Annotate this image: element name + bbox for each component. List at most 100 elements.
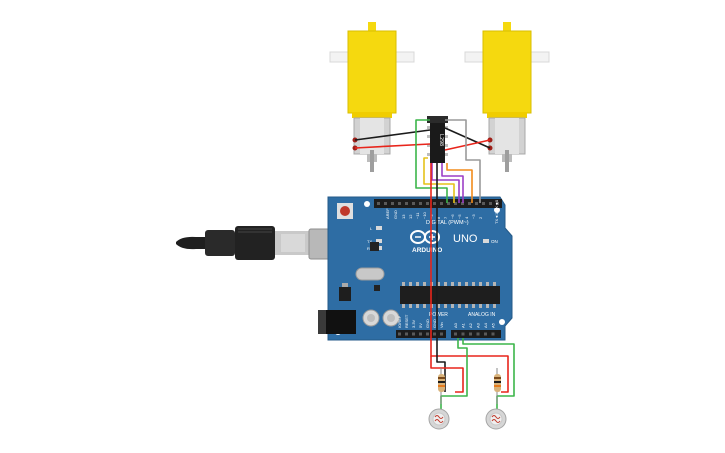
pin-label: 7 xyxy=(443,216,448,219)
header-pin-hole[interactable] xyxy=(419,332,422,336)
driver-label: L298 xyxy=(438,134,444,146)
header-pin-hole[interactable] xyxy=(419,202,422,205)
model-label: UNO xyxy=(453,233,478,245)
led-tx-label: TX xyxy=(367,239,372,244)
pin-label: 5V xyxy=(418,323,423,328)
digital-header-label: DIGITAL (PWM~) xyxy=(426,220,469,226)
pin-label: 4 xyxy=(464,216,469,219)
arduino-logo: ARDUINO xyxy=(410,230,442,254)
reset-button[interactable] xyxy=(337,203,353,219)
pin-label: GND xyxy=(432,319,437,328)
header-pin-hole[interactable] xyxy=(440,332,443,336)
header-pin-hole[interactable] xyxy=(440,202,443,205)
pin-label: 8 xyxy=(436,216,441,219)
resistor-left[interactable] xyxy=(438,368,445,404)
header-pin-hole[interactable] xyxy=(454,332,457,336)
header-pin-hole[interactable] xyxy=(496,202,499,205)
wire-red-sensor xyxy=(430,356,464,393)
pin-label: A2 xyxy=(468,322,473,328)
wire-purple-in2 xyxy=(441,163,464,203)
header-pin-hole[interactable] xyxy=(468,202,471,205)
header-pin-hole[interactable] xyxy=(476,332,480,336)
pin-label: ~3 xyxy=(471,214,476,219)
wire-gray-enable2 xyxy=(445,119,481,203)
capacitors xyxy=(362,309,400,327)
header-pin-hole[interactable] xyxy=(461,332,465,336)
header-pin-hole[interactable] xyxy=(433,332,436,336)
analog-label: ANALOG IN xyxy=(468,312,496,318)
pin-label: 13 xyxy=(401,214,406,219)
photoresistor-right[interactable] xyxy=(485,408,507,430)
pin-label: 2 xyxy=(478,216,483,219)
l298-motor-driver[interactable]: L298 xyxy=(427,116,448,163)
header-pin-hole[interactable] xyxy=(426,202,429,205)
pin-label: A3 xyxy=(476,322,481,328)
wire-orange-in1 xyxy=(446,163,473,203)
pin-label: ~6 xyxy=(450,214,455,219)
wire-motor-right-black xyxy=(444,127,491,149)
header-pin-hole[interactable] xyxy=(405,202,408,205)
header-pin-hole[interactable] xyxy=(475,202,478,205)
header-pin-hole[interactable] xyxy=(426,332,429,336)
header-pin-hole[interactable] xyxy=(447,202,450,205)
header-pin-hole[interactable] xyxy=(412,202,415,205)
pin-label: A1 xyxy=(461,322,466,328)
header-pin-hole[interactable] xyxy=(412,332,415,336)
pin-label: 12 xyxy=(408,214,413,219)
photoresistor-left[interactable] xyxy=(428,408,450,430)
wire-motor-left-black xyxy=(354,129,431,141)
wire-green-enable xyxy=(415,119,448,203)
pin-label: ~5 xyxy=(457,214,462,219)
header-pin-hole[interactable] xyxy=(398,332,401,336)
pin-label: RESET xyxy=(404,314,409,328)
crystal xyxy=(355,267,385,281)
wire-green-a1 xyxy=(462,338,515,410)
pin-label: Vin xyxy=(439,322,444,328)
header-pin-hole[interactable] xyxy=(433,202,436,205)
power-label: POWER xyxy=(429,312,448,318)
header-pin-hole[interactable] xyxy=(491,332,495,336)
dc-gear-motor-left[interactable] xyxy=(329,22,415,172)
header-pin-hole[interactable] xyxy=(489,202,492,205)
dc-power-jack[interactable] xyxy=(318,310,356,334)
led-rx-label: RX xyxy=(367,246,373,251)
wire-purple-in3 xyxy=(431,163,460,203)
regulator xyxy=(339,287,351,301)
digital-header xyxy=(374,199,502,208)
analog-header xyxy=(451,330,501,338)
header-pin-hole[interactable] xyxy=(461,202,464,205)
pin-label: GND xyxy=(425,319,430,328)
led-l-label: L xyxy=(370,226,373,231)
small-chip xyxy=(370,242,379,251)
pin-label: A4 xyxy=(483,322,488,328)
pin-label: IOREF xyxy=(397,315,402,328)
wire-red-power xyxy=(430,163,509,393)
pin-label: ~10 xyxy=(422,211,427,219)
on-label: ON xyxy=(491,239,498,244)
header-pin-hole[interactable] xyxy=(484,332,487,336)
gnd-label: GND xyxy=(393,210,398,219)
aref-label: AREF xyxy=(385,208,390,219)
power-header xyxy=(396,330,446,338)
tx-rx-label: TX◄1 RX◄0 xyxy=(494,199,499,224)
wire-motor-right-red xyxy=(444,139,491,151)
wire-yellow-in4 xyxy=(423,157,455,203)
wire-motor-left-red xyxy=(354,143,431,149)
resistor-right[interactable] xyxy=(494,368,501,404)
header-pin-hole[interactable] xyxy=(391,202,394,205)
header-pin-hole[interactable] xyxy=(454,202,457,205)
logo-text: ARDUINO xyxy=(412,247,442,254)
usb-cable[interactable] xyxy=(176,226,342,260)
pin-label: 3.3V xyxy=(411,319,416,328)
header-pin-hole[interactable] xyxy=(384,202,387,205)
dc-gear-motor-right[interactable] xyxy=(464,22,550,172)
header-pin-hole[interactable] xyxy=(405,332,408,336)
header-pin-hole[interactable] xyxy=(469,332,472,336)
header-pin-hole[interactable] xyxy=(482,202,485,205)
header-pin-hole[interactable] xyxy=(377,202,380,205)
pin-label: ~11 xyxy=(415,212,420,219)
header-pin-hole[interactable] xyxy=(398,202,401,205)
pin-label: A0 xyxy=(453,322,458,328)
